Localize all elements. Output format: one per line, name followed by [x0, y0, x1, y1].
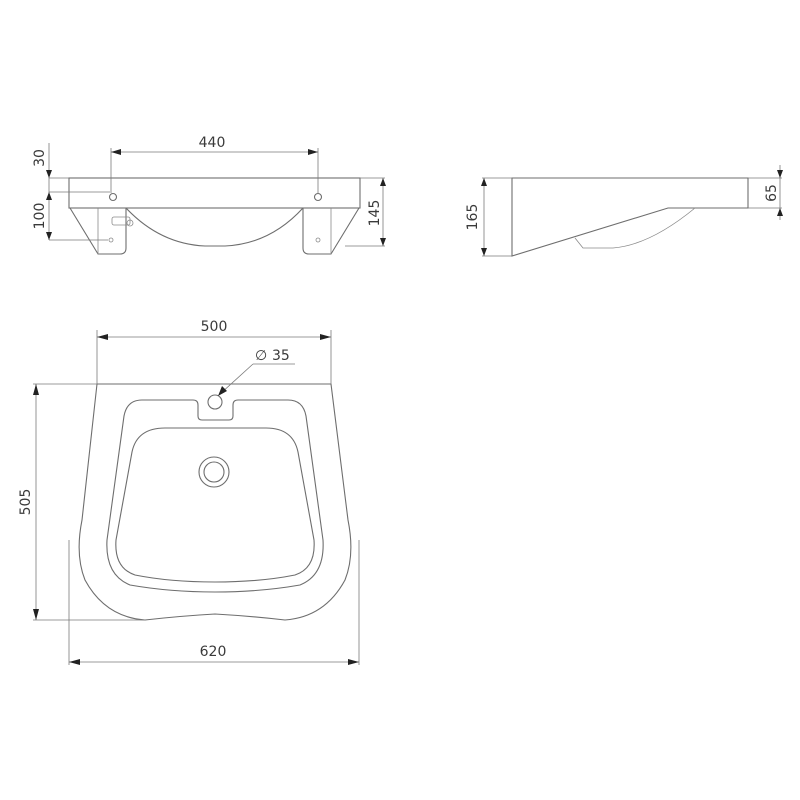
dim-65: 65 — [764, 184, 780, 202]
side-view: 165 65 — [465, 165, 783, 257]
tap-hole-icon — [207, 394, 223, 410]
fixing-hole-right-icon — [313, 192, 323, 202]
top-view: ∅ 35 500 505 620 — [18, 319, 360, 665]
dim-30: 30 — [32, 149, 48, 167]
dim-165: 165 — [465, 204, 481, 231]
dim-35: 35 — [272, 348, 290, 364]
dim-100: 100 — [32, 203, 48, 230]
front-view: 440 30 100 145 — [32, 135, 386, 255]
dim-145: 145 — [367, 200, 383, 227]
diameter-symbol: ∅ — [255, 348, 267, 364]
waste-outlet-icon — [198, 456, 230, 488]
dim-505: 505 — [18, 489, 34, 516]
fixing-hole-left-icon — [108, 192, 118, 202]
dim-620: 620 — [200, 644, 227, 660]
dim-440: 440 — [199, 135, 226, 151]
dim-500: 500 — [201, 319, 228, 335]
